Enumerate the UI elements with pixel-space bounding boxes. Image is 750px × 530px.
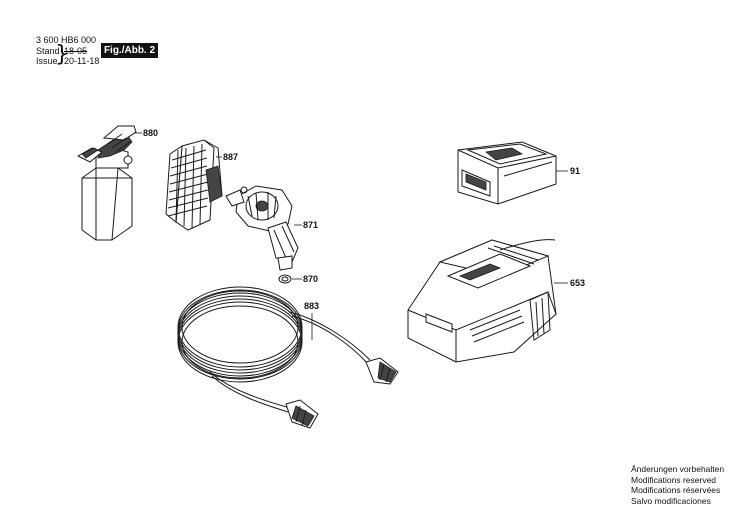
- part-number-91: 91: [570, 166, 581, 176]
- charger-icon: [407, 239, 557, 363]
- notice-line-en: Modifications reserved: [631, 474, 717, 485]
- brush-icon: [165, 139, 223, 231]
- part-number-883: 883: [304, 301, 320, 311]
- part-number-880: 880: [143, 128, 159, 138]
- part-number-887: 887: [223, 152, 239, 162]
- detergent-bottle-icon: [76, 125, 137, 241]
- issue-label: Issue: [36, 56, 58, 66]
- document-number: 3 600 HB6 000: [36, 35, 97, 45]
- spray-nozzle-icon: [225, 185, 299, 271]
- brace-icon: }: [55, 42, 69, 67]
- hose-icon: [177, 286, 399, 429]
- figure-badge: Fig./Abb. 2: [101, 43, 158, 58]
- part-number-870: 870: [303, 274, 319, 284]
- modifications-notice: Änderungen vorbehalten Modifications res…: [631, 464, 724, 506]
- stand-label: Stand: [36, 46, 60, 56]
- part-number-653: 653: [570, 278, 586, 288]
- issue-value: 20-11-18: [64, 56, 100, 66]
- notice-line-fr: Modifications réservées: [631, 485, 721, 495]
- stand-value: 18-05: [64, 46, 88, 56]
- notice-line-de: Änderungen vorbehalten: [631, 464, 725, 474]
- part-number-871: 871: [303, 220, 319, 230]
- notice-line-es: Salvo modificaciones: [631, 495, 711, 506]
- o-ring-icon: [278, 274, 292, 284]
- battery-pack-icon: [457, 141, 557, 205]
